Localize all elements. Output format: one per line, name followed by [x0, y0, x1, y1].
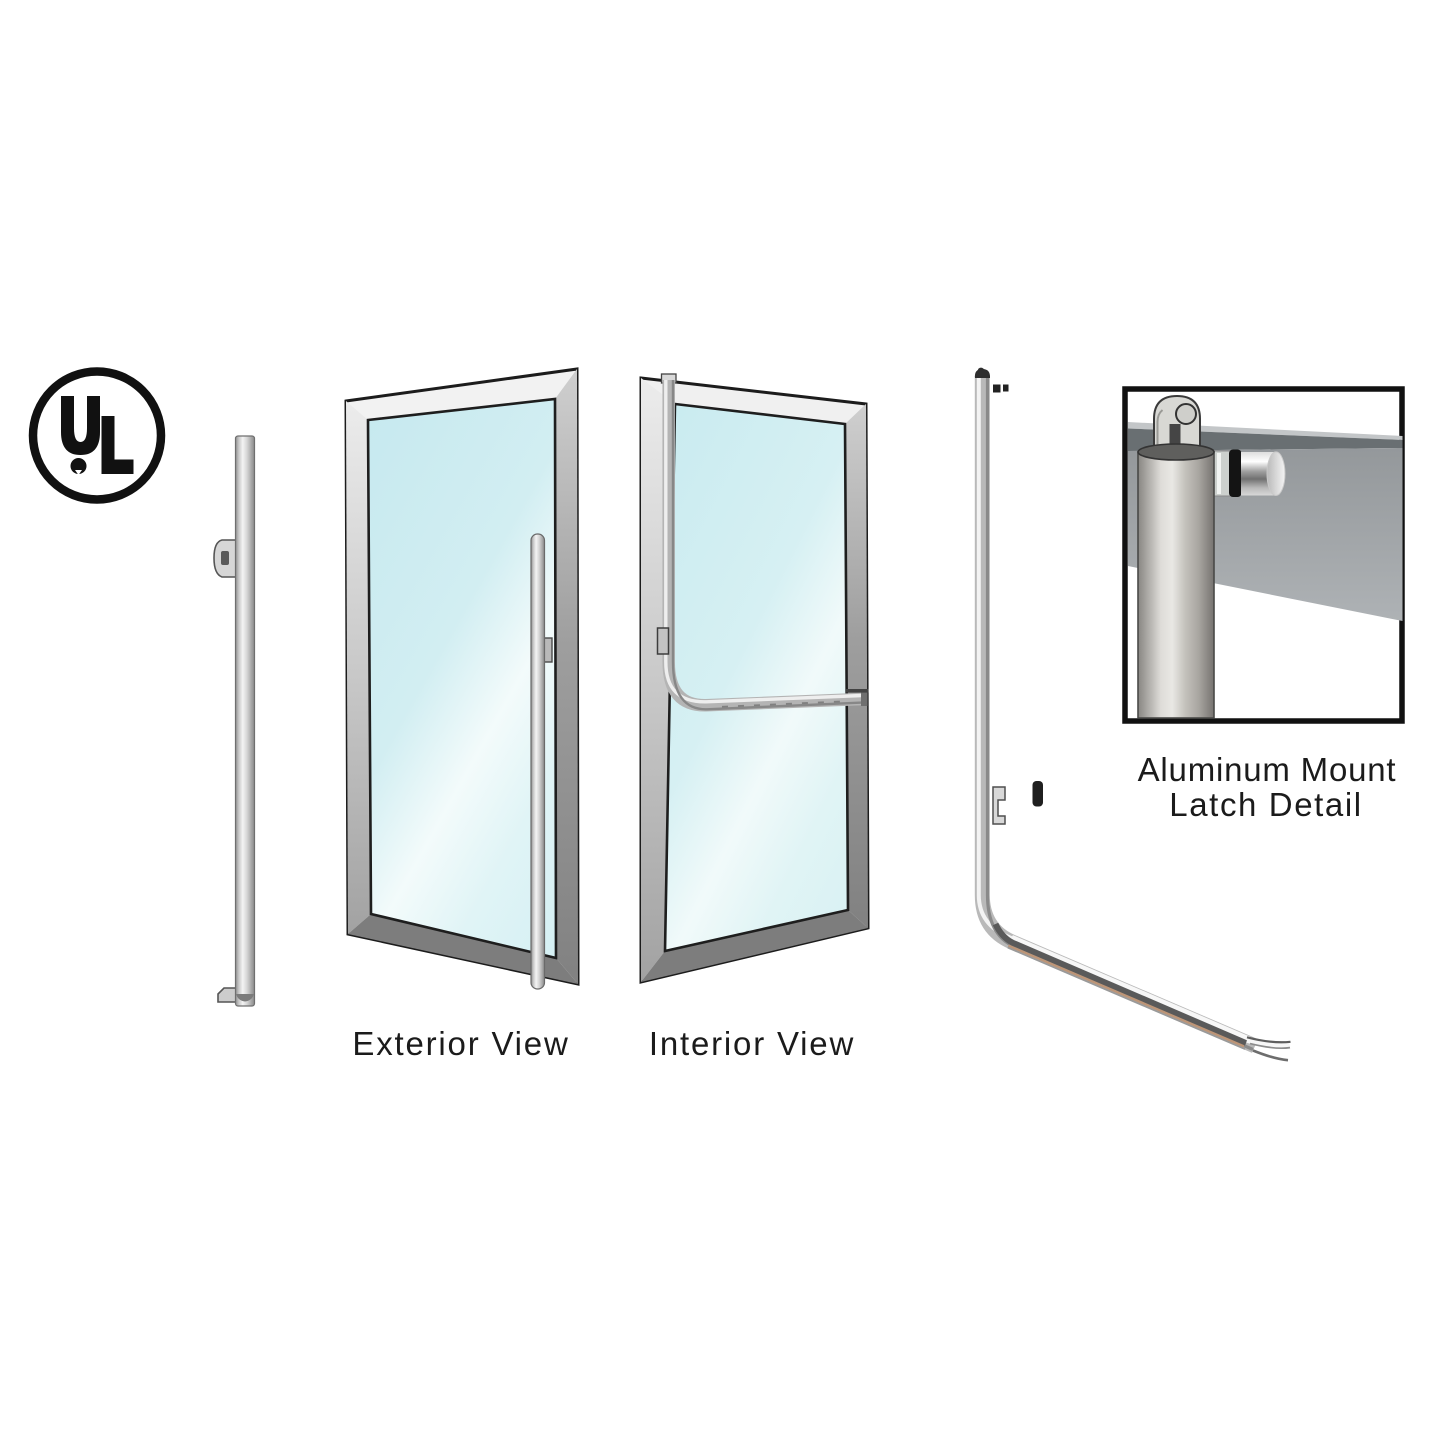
svg-text:Exterior View: Exterior View: [352, 1025, 569, 1062]
svg-text:Aluminum Mount: Aluminum Mount: [1138, 751, 1397, 788]
svg-text:Latch Detail: Latch Detail: [1169, 786, 1362, 823]
svg-text:Interior View: Interior View: [649, 1025, 855, 1062]
